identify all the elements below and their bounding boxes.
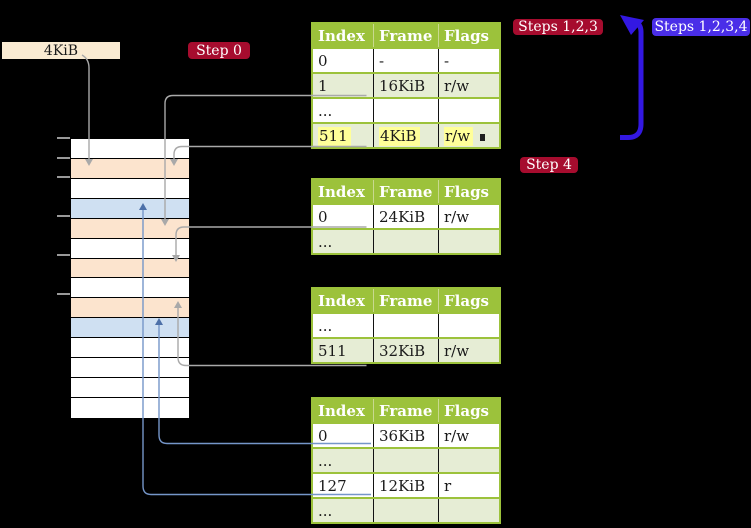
- tick-mark: [57, 176, 70, 178]
- table-4-cell-frame: 36KiB: [373, 422, 439, 448]
- table-1-cell-frame: [373, 97, 439, 123]
- page-size-label-box: 4KiB: [2, 42, 120, 59]
- memory-row-14-white: [71, 397, 189, 418]
- table-2-cell-index: ...: [312, 228, 374, 254]
- table-4-cell-frame: [373, 497, 439, 523]
- table-1-cell-index: ...: [312, 97, 374, 123]
- table-4-row-4: ...: [312, 497, 500, 523]
- table-2-cell-frame: 24KiB: [373, 203, 439, 229]
- memory-row-2-orange: [71, 158, 189, 179]
- table-3-header-flags: Flags: [438, 288, 500, 313]
- table-1-header-flags: Flags: [438, 23, 500, 48]
- table-4-header-frame: Frame: [373, 398, 439, 423]
- table-4-cell-index: ...: [312, 497, 374, 523]
- memory-row-4-blue: [71, 198, 189, 219]
- table-3-cell-frame: 32KiB: [373, 337, 439, 363]
- connector-stub: [480, 134, 485, 141]
- memory-row-10-blue: [71, 318, 189, 339]
- table-2-header-index: Index: [312, 179, 374, 204]
- badge-steps123: Steps 1,2,3: [513, 19, 603, 35]
- tick-mark: [57, 137, 70, 139]
- highlighted-value: 4KiB: [379, 126, 420, 146]
- tick-mark: [57, 215, 70, 217]
- tick-mark: [57, 254, 70, 256]
- memory-row-11-white: [71, 338, 189, 359]
- table-1-cell-index: 511: [312, 122, 374, 148]
- table-4-header-flags: Flags: [438, 398, 500, 423]
- table-2-cell-index: 0: [312, 203, 374, 229]
- memory-row-13-white: [71, 378, 189, 398]
- table-2-cell-flags: [438, 228, 500, 254]
- table-1-header-index: Index: [312, 23, 374, 48]
- table-4-cell-index: 127: [312, 472, 374, 498]
- table-1-row-4: 511 4KiB r/w: [312, 122, 500, 148]
- table-4-header-index: Index: [312, 398, 374, 423]
- table-2-cell-flags: r/w: [438, 203, 500, 229]
- badge-steps1234: Steps 1,2,3,4: [652, 18, 750, 36]
- walk-back-arrow: [620, 19, 644, 140]
- table-4-cell-flags: [438, 447, 500, 473]
- table-4-cell-index: 0: [312, 422, 374, 448]
- table-4-cell-frame: 12KiB: [373, 472, 439, 498]
- memory-row-1-white: [71, 139, 189, 159]
- memory-row-5-orange: [71, 218, 189, 239]
- table-2-cell-frame: [373, 228, 439, 254]
- table-2-header-frame: Frame: [373, 179, 439, 204]
- memory-column: [70, 138, 190, 419]
- page-size-label: 4KiB: [43, 42, 79, 59]
- table-3-cell-index: 511: [312, 337, 374, 363]
- table-4-cell-flags: r/w: [438, 422, 500, 448]
- table-1-cell-frame: 4KiB: [373, 122, 439, 148]
- table-1-cell-frame: 16KiB: [373, 72, 439, 98]
- table-1-cell-flags: r/w: [438, 72, 500, 98]
- tick-mark: [57, 157, 70, 159]
- table-4-cell-frame: [373, 447, 439, 473]
- table-4-cell-index: ...: [312, 447, 374, 473]
- tick-mark: [57, 293, 70, 295]
- table-1-row-1: 0--: [312, 47, 500, 73]
- table-1-cell-flags: r/w: [438, 122, 500, 148]
- table-3-row-1: ...: [312, 312, 500, 338]
- badge-step4: Step 4: [520, 157, 578, 173]
- memory-row-6-white: [71, 238, 189, 259]
- table-1-cell-frame: -: [373, 47, 439, 73]
- memory-row-7-orange: [71, 258, 189, 279]
- memory-row-8-white: [71, 278, 189, 299]
- table-1-cell-index: 0: [312, 47, 374, 73]
- table-4-row-2: ...: [312, 447, 500, 473]
- table-3-cell-index: ...: [312, 312, 374, 338]
- memory-row-9-orange: [71, 298, 189, 319]
- table-2-header-flags: Flags: [438, 179, 500, 204]
- memory-row-3-white: [71, 178, 189, 199]
- memory-row-12-white: [71, 358, 189, 379]
- table-4-cell-flags: [438, 497, 500, 523]
- table-3-cell-flags: r/w: [438, 337, 500, 363]
- badge-step0: Step 0: [188, 42, 250, 59]
- table-1-header-frame: Frame: [373, 23, 439, 48]
- table-1-cell-flags: [438, 97, 500, 123]
- table-1-row-3: ...: [312, 97, 500, 123]
- highlighted-value: r/w: [444, 126, 474, 146]
- table-3-cell-flags: [438, 312, 500, 338]
- table-1-cell-flags: -: [438, 47, 500, 73]
- table-3-cell-frame: [373, 312, 439, 338]
- table-2-row-2: ...: [312, 228, 500, 254]
- table-1-cell-index: 1: [312, 72, 374, 98]
- walk-back-arrow-arrowhead: [620, 15, 644, 35]
- table-4-cell-flags: r: [438, 472, 500, 498]
- highlighted-value: 511: [318, 126, 351, 146]
- table-3-header-frame: Frame: [373, 288, 439, 313]
- table-3-header-index: Index: [312, 288, 374, 313]
